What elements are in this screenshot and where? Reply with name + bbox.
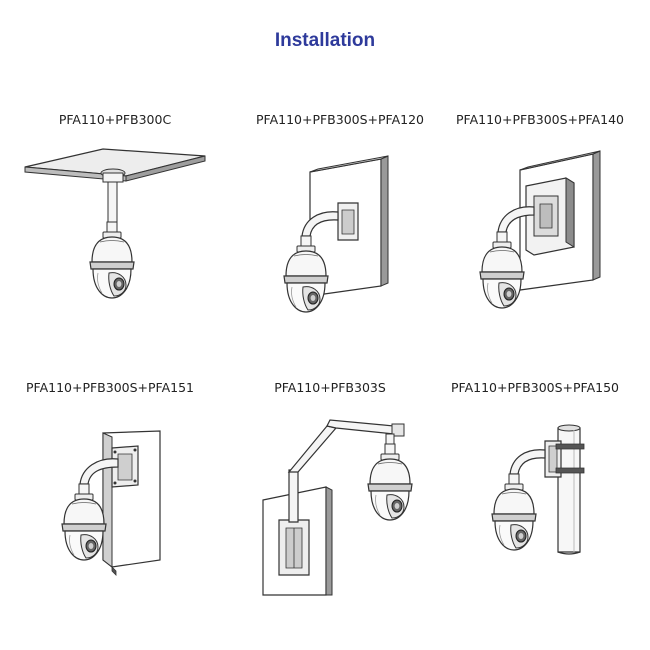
wall-mount-illustration xyxy=(283,156,388,313)
mount-label-2: PFA110+PFB300S+PFA120 xyxy=(255,112,425,127)
mount-label-5: PFA110+PFB303S xyxy=(274,380,386,395)
mount-label-4: PFA110+PFB300S+PFA151 xyxy=(25,380,195,395)
wall-mount-box-illustration xyxy=(479,151,600,309)
page-title: Installation xyxy=(274,30,376,51)
mount-label-1: PFA110+PFB300C xyxy=(58,112,172,127)
pole-mount-illustration xyxy=(491,425,584,554)
gooseneck-mount-illustration xyxy=(263,420,413,595)
ceiling-mount-illustration xyxy=(25,149,205,299)
corner-mount-illustration xyxy=(61,431,160,575)
mount-label-6: PFA110+PFB300S+PFA150 xyxy=(450,380,620,395)
mount-label-3: PFA110+PFB300S+PFA140 xyxy=(455,112,625,127)
